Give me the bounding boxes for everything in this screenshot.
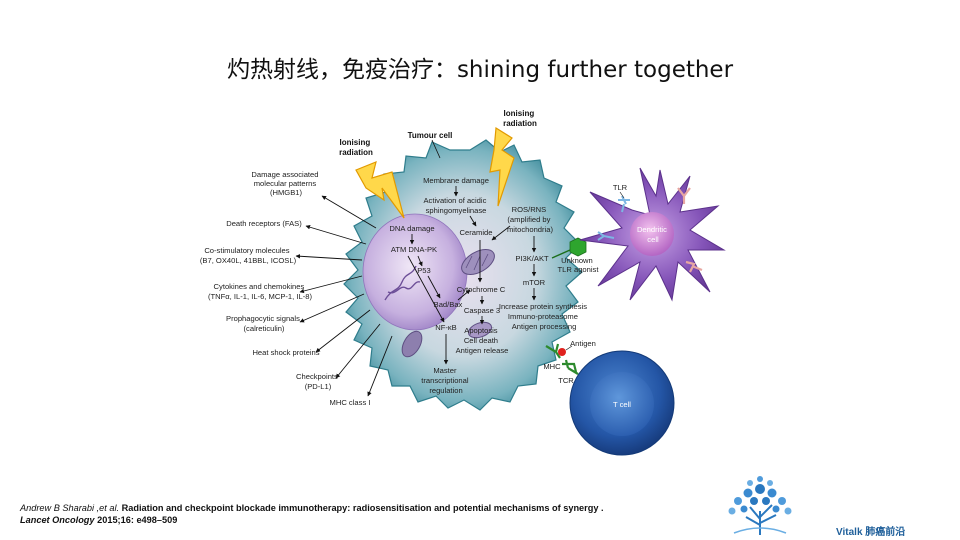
pi3k-akt-label: PI3K/AKT [515, 254, 549, 263]
tlr-receptor-icon [618, 195, 630, 213]
tlr-agonist-icon [569, 237, 587, 257]
mitochondrion-icon [401, 330, 423, 358]
antigen-label: Antigen [570, 339, 596, 348]
left-label-checkpoints: Checkpoints (PD-L1) [296, 372, 340, 391]
cytochrome-c-label: Cytochrome C [457, 285, 506, 294]
receptor-icon [685, 260, 703, 273]
left-labels: Damage associated molecular patterns (HM… [200, 170, 393, 407]
arrow [299, 293, 365, 323]
dendritic-cell-label: Dendritic cell [637, 225, 669, 244]
brand-name: Vitalk 肺癌前沿 [836, 527, 906, 538]
dna-helix-icon [384, 265, 421, 301]
tcr-icon [562, 359, 579, 375]
tlr-label: TLR [613, 183, 628, 192]
lightning-bolt-icon [489, 126, 515, 207]
inner-pathway: Membrane damage Activation of acidic sph… [389, 176, 589, 395]
ros-rns-label: ROS/RNS (amplified by mitochondria) [507, 205, 553, 234]
citation-authors: Andrew B Sharabi ,et al. [20, 503, 120, 513]
ceramide-label: Ceramide [460, 228, 493, 237]
arrow [299, 275, 363, 294]
citation-ref: 2015;16: e498–509 [97, 515, 178, 525]
lightning-bolt-icon [355, 161, 405, 219]
acid-sphingomyelinase-label: Activation of acidic sphingomyelinase [423, 196, 488, 215]
arrow [315, 309, 371, 353]
bad-bax-label: Bad/Bax [434, 300, 463, 309]
left-label-prophagocytic: Prophagocytic signals (calreticulin) [226, 314, 302, 333]
arrow [321, 195, 377, 229]
tcr-label: TCR [558, 376, 574, 385]
left-label-cytokines: Cytokines and chemokines (TNFα, IL-1, IL… [208, 282, 312, 301]
caspase-3-label: Caspase 3 [464, 306, 500, 315]
unknown-tlr-agonist-label: Unknown TLR agonist [558, 256, 600, 274]
left-label-costim: Co-stimulatory molecules (B7, OX40L, 41B… [200, 246, 297, 265]
protein-synthesis-label: Increase protein synthesis Immuno-protea… [499, 302, 589, 331]
arrow [295, 253, 363, 261]
ionising-radiation-label-1: Ionising radiation [339, 138, 373, 157]
p53-label: P53 [417, 266, 431, 275]
citation-journal: Lancet Oncology [20, 515, 95, 525]
ionising-radiation-label-2: Ionising radiation [503, 109, 537, 128]
t-cell-label: T cell [613, 400, 631, 409]
left-label-heat-shock: Heat shock proteins [252, 348, 319, 357]
mhc-molecule-icon [545, 343, 561, 359]
mitochondrion-icon [467, 321, 493, 339]
dna-damage-label: DNA damage [389, 224, 434, 233]
mtor-label: mTOR [523, 278, 546, 287]
tumour-cell-label: Tumour cell [408, 131, 453, 140]
apoptosis-label: Apoptosis Cell death Antigen release [456, 326, 509, 355]
t-cell-nucleus [590, 372, 654, 436]
citation-article: Radiation and checkpoint blockade immuno… [121, 503, 604, 513]
receptor-icon [677, 187, 691, 204]
tlr-receptor-icon [597, 231, 615, 241]
citation: Andrew B Sharabi ,et al. Radiation and c… [20, 502, 604, 526]
tree-logo-icon [728, 476, 792, 535]
arrow [305, 225, 367, 245]
antigen-icon [558, 348, 566, 356]
nfkb-label: NF-κB [435, 323, 457, 332]
mitochondrion-icon [461, 249, 495, 275]
left-label-damp: Damage associated molecular patterns (HM… [251, 170, 320, 197]
master-regulation-label: Master transcriptional regulation [421, 366, 470, 395]
atm-dna-pk-label: ATM DNA-PK [391, 245, 437, 254]
membrane-damage-label: Membrane damage [423, 176, 489, 185]
dendritic-nucleus [630, 212, 674, 256]
arrow [367, 335, 393, 397]
left-label-death-receptors: Death receptors (FAS) [226, 219, 302, 228]
mhc-label: MHC [543, 362, 561, 371]
left-label-mhc-class-i: MHC class I [330, 398, 371, 407]
arrow [335, 323, 381, 379]
slide-title: 灼热射线，免疫治疗：shining further together [226, 57, 734, 83]
